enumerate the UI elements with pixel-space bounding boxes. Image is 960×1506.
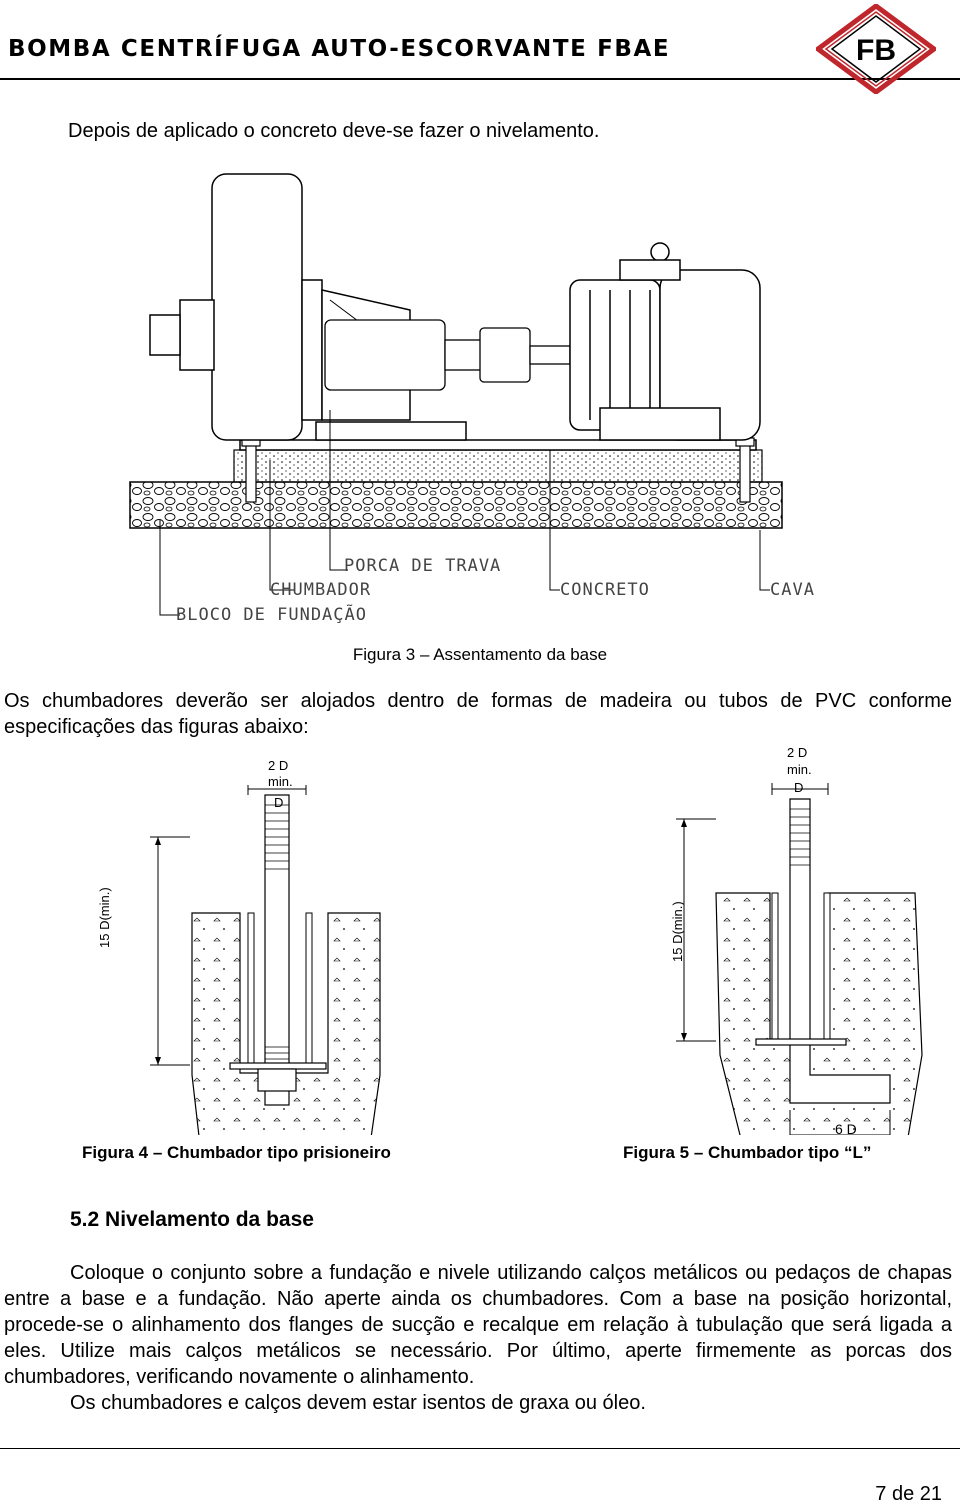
hex-nut <box>257 1068 297 1092</box>
fig4-dim-d: D <box>274 795 284 810</box>
header-divider <box>0 78 960 80</box>
label-bloco-de-fundacao: BLOCO DE FUNDAÇÃO <box>176 605 367 625</box>
figure-3-drawing <box>129 173 783 616</box>
pump-casing <box>149 173 467 441</box>
figure-3-caption: Figura 3 – Assentamento da base <box>352 645 608 664</box>
fig5-dim-15d: 15 D(min.) <box>670 901 685 962</box>
figure-4-drawing <box>150 785 381 1135</box>
figure-4-caption: Figura 4 – Chumbador tipo prisioneiro <box>82 1143 391 1162</box>
figure-5-drawing <box>676 783 923 1135</box>
electric-motor <box>569 242 761 441</box>
company-logo: FB <box>816 4 936 94</box>
fig5-dim-d: D <box>794 780 804 795</box>
fig4-dim-min: min. <box>268 774 293 789</box>
label-chumbador: CHUMBADOR <box>270 580 372 600</box>
base-plate <box>239 439 757 451</box>
stud-bolt <box>264 794 290 1106</box>
paragraph-2: Coloque o conjunto sobre a fundação e ni… <box>4 1262 952 1388</box>
page-number: 7 de 21 <box>875 1483 942 1505</box>
logo-text: FB <box>856 34 896 67</box>
paragraph-1: Os chumbadores deverão ser alojados dent… <box>4 690 952 738</box>
label-concreto: CONCRETO <box>560 580 650 600</box>
fig5-dim-6d: 6 D <box>835 1121 857 1137</box>
intro-text: Depois de aplicado o concreto deve-se fa… <box>68 120 600 142</box>
fig4-dim-15d: 15 D(min.) <box>97 887 112 948</box>
paragraph-2-last: Os chumbadores e calços devem estar isen… <box>70 1392 646 1414</box>
foundation-pit <box>129 481 783 529</box>
fig5-dim-2d: 2 D <box>787 745 808 760</box>
fig5-dim-min: min. <box>787 762 812 777</box>
document-header-title: BOMBA CENTRÍFUGA AUTO-ESCORVANTE FBAE <box>8 36 671 62</box>
bearing-and-shaft <box>324 319 571 391</box>
l-bolt <box>789 798 891 1104</box>
footer-divider <box>0 1448 960 1449</box>
leader-lines <box>159 410 770 616</box>
label-porca-de-trava: PORCA DE TRAVA <box>344 556 502 576</box>
section-title: 5.2 Nivelamento da base <box>70 1208 314 1231</box>
fig4-dim-2d: 2 D <box>268 758 289 773</box>
label-cava: CAVA <box>770 580 815 600</box>
figure-5-caption: Figura 5 – Chumbador tipo “L” <box>623 1143 872 1162</box>
concrete-pad <box>233 449 763 483</box>
